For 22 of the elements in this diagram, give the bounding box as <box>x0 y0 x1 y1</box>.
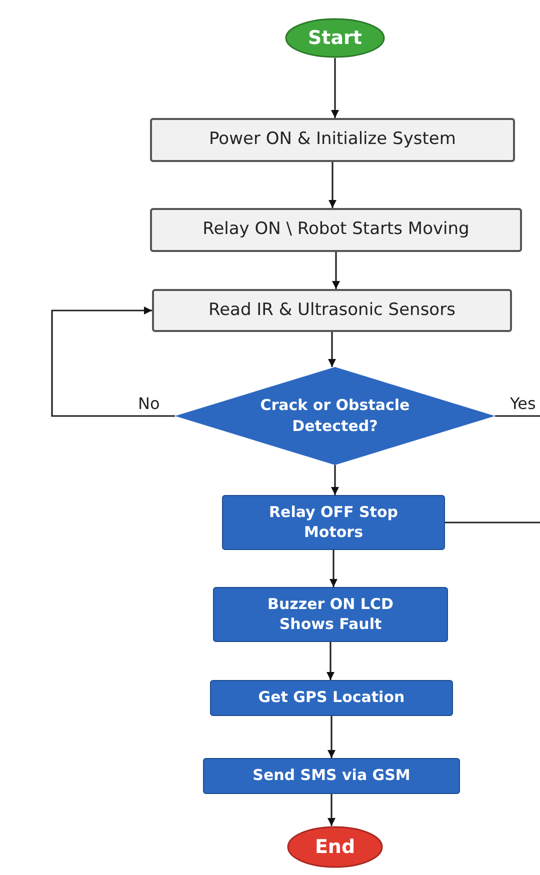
edge-label: Yes <box>509 396 537 412</box>
process-box: Power ON & Initialize System <box>150 118 515 162</box>
action-box: Relay OFF Stop Motors <box>222 495 445 550</box>
end-terminal: End <box>287 826 383 868</box>
arrow <box>330 550 338 587</box>
action-box: Buzzer ON LCD Shows Fault <box>213 587 448 642</box>
edge-label: No <box>137 396 161 412</box>
arrow <box>332 252 340 289</box>
action-box: Get GPS Location <box>210 680 453 716</box>
arrow <box>328 332 336 367</box>
arrow <box>328 162 336 208</box>
arrow <box>328 794 336 826</box>
arrow <box>331 465 339 495</box>
action-box: Send SMS via GSM <box>203 758 460 794</box>
process-box: Read IR & Ultrasonic Sensors <box>152 289 512 332</box>
arrow <box>331 58 339 118</box>
decision-diamond: Crack or Obstacle Detected? <box>175 367 495 465</box>
arrow <box>51 306 175 417</box>
process-box: Relay ON \ Robot Starts Moving <box>150 208 522 252</box>
start-terminal: Start <box>285 18 385 58</box>
arrow <box>328 716 336 758</box>
arrow <box>326 642 334 680</box>
